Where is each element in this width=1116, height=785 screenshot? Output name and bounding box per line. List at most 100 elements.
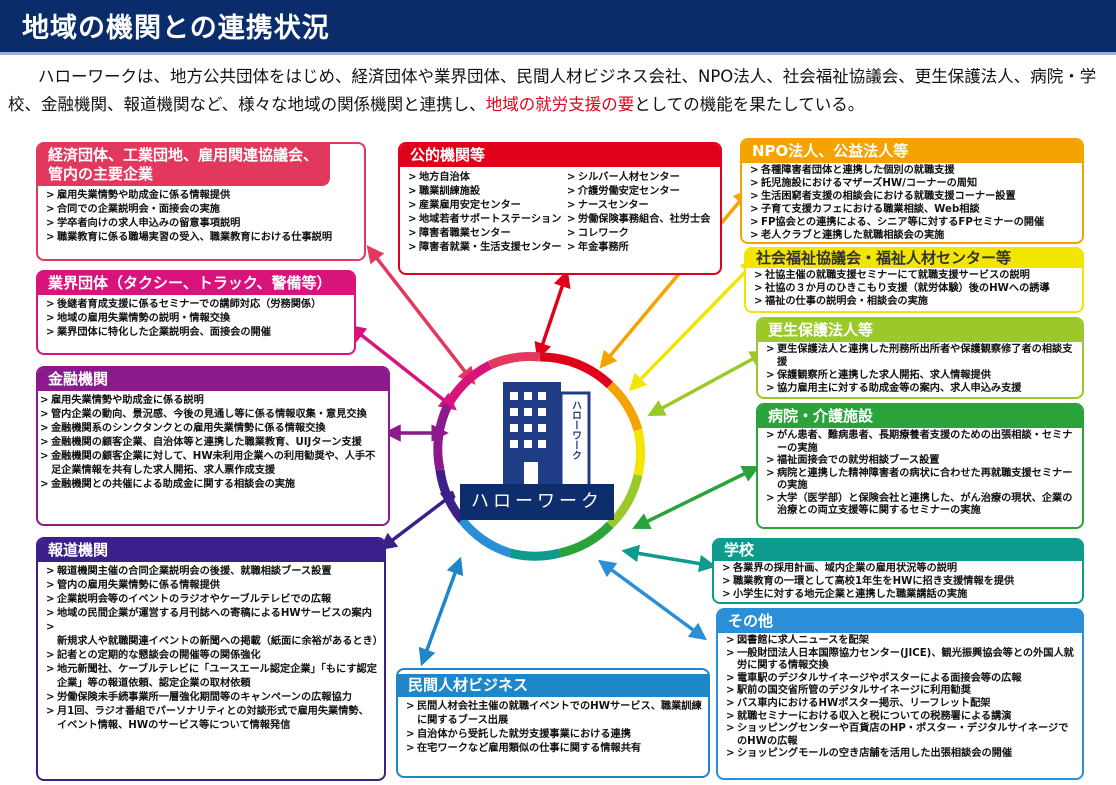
- box-title: 経済団体、工業団地、雇用関連協議会、管内の主要企業: [38, 144, 330, 186]
- box-title: 更生保護法人等: [758, 319, 1082, 342]
- item-list: >社協主催の就職支援セミナーにて就職支援サービスの説明 >社協の３か月のひきこも…: [746, 268, 1082, 308]
- item-list: >民間人材会社主催の就職イベントでのHWサービス、職業訓練に関するブース出展 >…: [398, 697, 708, 756]
- box-minkan: 民間人材ビジネス >民間人材会社主催の就職イベントでのHWサービス、職業訓練に関…: [396, 668, 710, 778]
- list-item: >電車駅のデジタルサイネージやポスターによる面接会等の広報: [726, 672, 1022, 684]
- item-list: >更生保護法人と連携した刑務所出所者や保護観察修了者の相談支援 >保護観察所と連…: [758, 342, 1082, 395]
- list-item: >管内企業の動向、景況感、今後の見通し等に係る情報収集・意見交換: [40, 409, 367, 420]
- list-item: >産業雇用安定センター: [408, 200, 521, 211]
- item-list-right: >シルバー人材センター >介護労働安定センター >ナースセンター >労働保険事務…: [567, 171, 714, 255]
- list-item: >地域の民間企業が運営する月刊誌への寄稿によるHWサービスの案内: [46, 608, 372, 619]
- list-item: >地方自治体: [408, 172, 470, 183]
- list-item: >業界団体に特化した企業説明会、面接会の開催: [46, 327, 271, 338]
- list-item: >月1回、ラジオ番組でパーソナリティとの対談形式で雇用失業情勢、イベント情報、H…: [46, 706, 369, 731]
- list-item: >自治体から受託した就労支援事業における連携: [406, 729, 631, 740]
- list-item: >ショッピングセンターや百貨店のHP・ポスター・デジタルサイネージでのHWの広報: [726, 723, 1069, 747]
- arrow-gakko: [621, 544, 717, 573]
- list-item: >一般財団法人日本国際協力センター(JICE)、観光振興協会等との外国人就労に関…: [726, 647, 1074, 672]
- list-item: >就職セミナーにおける収入と税についての税務署による講演: [726, 710, 1012, 722]
- box-shakyo: 社会福祉協議会・福祉人材センター等 >社協主催の就職支援セミナーにて就職支援サー…: [744, 247, 1084, 313]
- page-title: 地域の機関との連携状況: [22, 13, 330, 44]
- arrow-byoin: [632, 466, 760, 529]
- list-item: >託児施設におけるマザーズHW/コーナーの周知: [750, 178, 978, 189]
- list-item: >合同での企業説明会・面接会の実施: [46, 204, 220, 215]
- list-item: >病院と連携した精神障害者の病状に合わせた再就職支援セミナーの実施: [766, 467, 1073, 492]
- list-item: >労働保険未手続事業所一層強化期間等のキャンペーンの広報協力: [46, 692, 352, 703]
- list-item: >報道機関主催の合同企業説明会の後援、就職相談ブース設置: [46, 566, 332, 577]
- box-title: 報道機関: [38, 539, 384, 562]
- box-title: 金融機関: [38, 368, 388, 391]
- box-gyokai: 業界団体（タクシー、トラック、警備等） >後継者育成支援に係るセミナーでの講師対…: [36, 270, 356, 355]
- item-list: >がん患者、難病患者、長期療養者支援のための出張相談・セミナーの実施 >福祉面接…: [758, 428, 1082, 518]
- arrow-gyokai: [348, 324, 457, 411]
- box-title: NPO法人、公益法人等: [742, 140, 1082, 163]
- list-item: >ショッピングモールの空き店舗を活用した出張相談会の開催: [726, 748, 1013, 760]
- arrow-kosei: [647, 350, 768, 417]
- item-list: >報道機関主催の合同企業説明会の後援、就職相談ブース設置 >管内の雇用失業情勢に…: [38, 562, 384, 733]
- arrow-sonota: [597, 559, 708, 641]
- intro-text-before: ハローワークは、地方公共団体をはじめ、経済団体や業界団体、民間人材ビジネス会社、…: [8, 67, 1097, 114]
- box-title: 学校: [714, 540, 1082, 561]
- list-item: >民間人材会社主催の就職イベントでのHWサービス、職業訓練に関するブース出展: [406, 701, 702, 726]
- list-item: >がん患者、難病患者、長期療養者支援のための出張相談・セミナーの実施: [766, 430, 1073, 454]
- list-item: >労働保険事務組合、社労士会: [566, 214, 711, 225]
- list-item: >バス車内におけるHWポスター掲示、リーフレット配架: [726, 697, 991, 709]
- intro-text: ハローワークは、地方公共団体をはじめ、経済団体や業界団体、民間人材ビジネス会社、…: [8, 63, 1108, 119]
- list-item: >障害者職業センター: [408, 228, 511, 239]
- box-keizai: 経済団体、工業団地、雇用関連協議会、管内の主要企業 >雇用失業情勢や助成金に係る…: [36, 142, 366, 261]
- list-item: >地域の雇用失業情勢の説明・情報交換: [46, 313, 231, 324]
- list-item: >社協の３か月のひきこもり支援（就労体験）後のHWへの誘導: [754, 283, 1050, 294]
- box-koteki: 公的機関等 >地方自治体 >職業訓練施設 >産業雇用安定センター >地域若者サポ…: [398, 142, 722, 275]
- list-item: >老人クラブと連携した就職相談会の実施: [750, 230, 945, 241]
- list-item: >大学（医学部）と保険会社と連携した、がん治療の現状、企業の治療との両立支援等に…: [766, 492, 1073, 517]
- list-item: >記者との定期的な懇談会の開催等の関係強化: [46, 650, 261, 661]
- box-kinyu: 金融機関 >雇用失業情勢や助成金に係る説明 >管内企業の動向、景況感、今後の見通…: [36, 366, 390, 526]
- intro-text-after: としての機能を果たしている。: [634, 95, 865, 114]
- list-item: >保護観察所と連携した求人開拓、求人情報提供: [766, 370, 991, 381]
- list-item: >新規求人や就職関連イベントの新聞への掲載（紙面に余裕があるとき）: [46, 622, 383, 647]
- list-item: >金融機関との共催による助成金に関する相談会の実施: [40, 479, 296, 490]
- item-list: >後継者育成支援に係るセミナーでの講師対応（労務関係） >地域の雇用失業情勢の説…: [38, 295, 354, 340]
- list-item: >図書館に求人ニュースを配架: [726, 635, 869, 646]
- arrow-hodo: [379, 489, 459, 551]
- list-item: >介護労働安定センター: [566, 186, 680, 197]
- list-item: >福祉面接会での就労相談ブース設置: [766, 455, 940, 466]
- box-title: 民間人材ビジネス: [398, 674, 708, 697]
- list-item: >駅前の国交省所管のデジタルサイネージに利用勧奨: [726, 685, 971, 697]
- center-label: ハローワーク: [460, 484, 614, 520]
- box-kosei: 更生保護法人等 >更生保護法人と連携した刑務所出所者や保護観察修了者の相談支援 …: [756, 317, 1084, 399]
- item-list: >雇用失業情勢や助成金に係る説明 >管内企業の動向、景況感、今後の見通し等に係る…: [38, 391, 388, 492]
- list-item: >福祉の仕事の説明会・相談会の実施: [754, 296, 928, 307]
- list-item: >ナースセンター: [566, 200, 649, 211]
- list-item: >年金事務所: [566, 242, 629, 253]
- box-sonota: その他 >図書館に求人ニュースを配架 >一般財団法人日本国際協力センター(JIC…: [716, 608, 1084, 780]
- box-gakko: 学校 >各業界の採用計画、域内企業の雇用状況等の説明 >職業教育の一環として高校…: [712, 538, 1084, 604]
- list-item: >雇用失業情勢や助成金に係る情報提供: [46, 190, 231, 201]
- header-bar: 地域の機関との連携状況: [0, 0, 1116, 52]
- box-title: 業界団体（タクシー、トラック、警備等）: [38, 272, 354, 295]
- list-item: >社協主催の就職支援セミナーにて就職支援サービスの説明: [754, 270, 1030, 281]
- list-item: >地域若者サポートステーション: [408, 214, 562, 225]
- box-byoin: 病院・介護施設 >がん患者、難病患者、長期療養者支援のための出張相談・セミナーの…: [756, 403, 1084, 529]
- item-list: >雇用失業情勢や助成金に係る情報提供 >合同での企業説明会・面接会の実施 >学卒…: [38, 186, 364, 245]
- box-title: その他: [718, 610, 1082, 633]
- center-ring: [433, 352, 646, 561]
- list-item: >更生保護法人と連携した刑務所出所者や保護観察修了者の相談支援: [766, 344, 1073, 368]
- box-npo: NPO法人、公益法人等 >各種障害者団体と連携した個別の就職支援 >託児施設にお…: [740, 138, 1084, 244]
- list-item: >シルバー人材センター: [566, 172, 680, 183]
- list-item: >在宅ワークなど雇用類似の仕事に関する情報共有: [406, 743, 642, 754]
- box-title: 社会福祉協議会・福祉人材センター等: [746, 249, 1082, 268]
- list-item: >各種障害者団体と連携した個別の就職支援: [750, 165, 955, 176]
- item-list-left: >地方自治体 >職業訓練施設 >産業雇用安定センター >地域若者サポートステーシ…: [408, 171, 567, 255]
- list-item: >地元新聞社、ケーブルテレビに「ユースエール認定企業」「もにす認定企業」等の報道…: [46, 664, 377, 689]
- list-item: >小学生に対する地元企業と連携した職業講話の実施: [722, 589, 968, 600]
- header-rule: [0, 52, 1116, 55]
- arrow-koteki: [534, 269, 571, 361]
- list-item: >金融機関の顧客企業、自治体等と連携した職業教育、UIJターン支援: [40, 437, 362, 448]
- item-list: >各業界の採用計画、域内企業の雇用状況等の説明 >職業教育の一環として高校1年生…: [714, 561, 1082, 601]
- box-title: 病院・介護施設: [758, 405, 1082, 428]
- list-item: >後継者育成支援に係るセミナーでの講師対応（労務関係）: [46, 299, 322, 310]
- list-item: >生活困窮者支援の相談会における就職支援コーナー設置: [750, 191, 1016, 202]
- box-title: 公的機関等: [400, 144, 720, 167]
- list-item: >各業界の採用計画、域内企業の雇用状況等の説明: [722, 563, 958, 574]
- list-item: >職業教育の一環として高校1年生をHWに招き支援情報を提供: [722, 576, 1015, 587]
